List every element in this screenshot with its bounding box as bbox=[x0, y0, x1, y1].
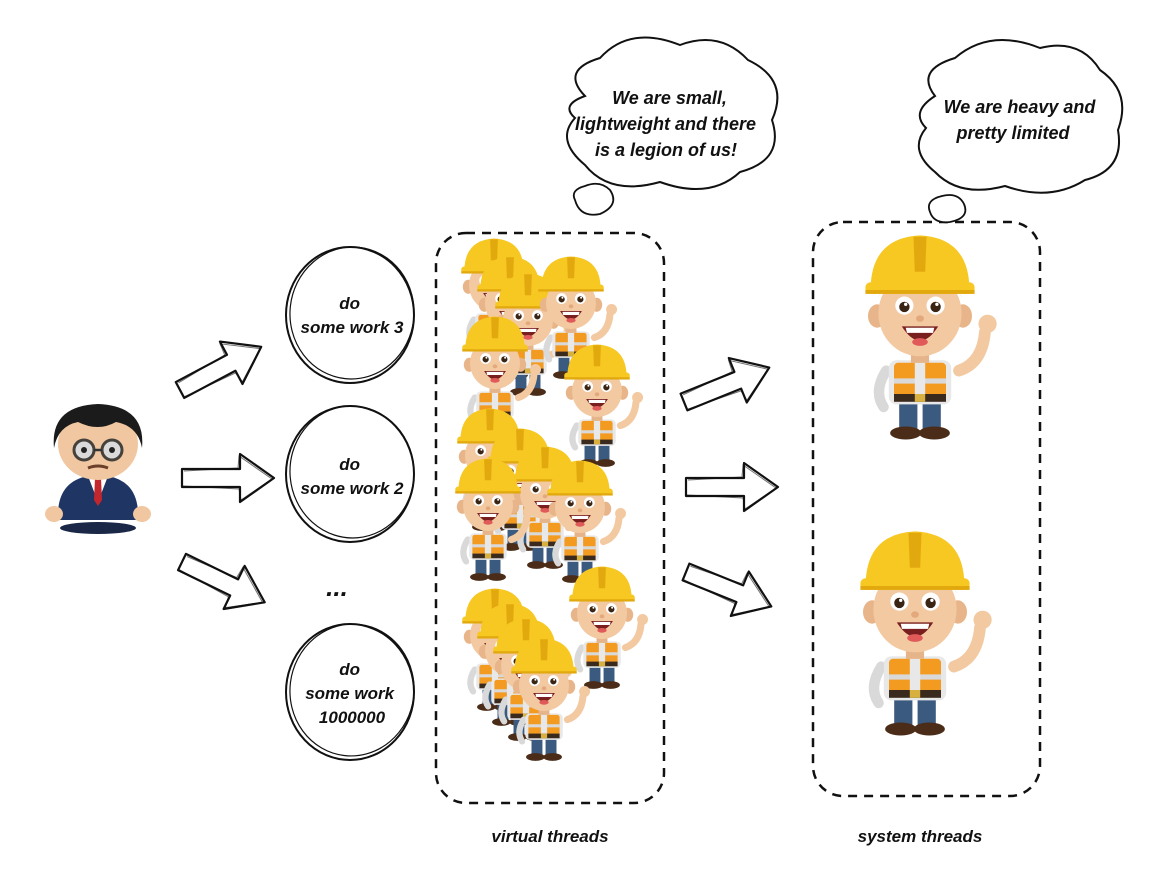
thought-cloud-virtual: We are small, lightweight and there is a… bbox=[566, 36, 779, 216]
task-2-line-2: some work 2 bbox=[301, 479, 405, 498]
arrow-to-system-3 bbox=[675, 548, 782, 630]
system-thought-line-2: pretty limited bbox=[955, 123, 1070, 143]
manager-character-icon bbox=[43, 402, 153, 536]
svg-text:do some work 10000: do some work 1000000 bbox=[305, 660, 399, 727]
arrow-to-task-n bbox=[170, 539, 277, 626]
task-n-line-1: do bbox=[339, 660, 360, 679]
task-circle-3: do some work 3 bbox=[285, 246, 415, 384]
task-circle-2: do some work 2 bbox=[285, 405, 415, 543]
virtual-thought-line-3: is a legion of us! bbox=[595, 140, 737, 160]
virtual-thought-line-1: We are small, bbox=[612, 88, 727, 108]
construction-worker-icon bbox=[865, 235, 996, 439]
task-3-line-2: some work 3 bbox=[301, 318, 405, 337]
virtual-threads-label: virtual threads bbox=[491, 827, 608, 846]
arrow-to-task-2 bbox=[180, 452, 276, 504]
arrow-to-task-3 bbox=[167, 324, 274, 413]
task-n-line-3: 1000000 bbox=[319, 708, 386, 727]
virtual-worker-crowd bbox=[455, 238, 648, 760]
svg-text:do some work 2: do some work 2 bbox=[301, 455, 405, 498]
construction-worker-icon bbox=[564, 344, 643, 466]
task-n-line-2: some work bbox=[305, 684, 395, 703]
task-3-line-1: do bbox=[339, 294, 360, 313]
arrow-to-system-2 bbox=[684, 461, 780, 513]
svg-text:We are small, lightweigh: We are small, lightweight and there is a… bbox=[575, 88, 761, 160]
virtual-thought-line-2: lightweight and there bbox=[575, 114, 756, 134]
thought-cloud-system: We are heavy and pretty limited bbox=[917, 39, 1124, 224]
construction-worker-icon bbox=[569, 566, 648, 688]
system-threads-box bbox=[811, 220, 1042, 798]
task-2-line-1: do bbox=[339, 455, 360, 474]
svg-text:do some work 3: do some work 3 bbox=[301, 294, 405, 337]
svg-text:We are heavy and pretty: We are heavy and pretty limited bbox=[944, 97, 1101, 143]
system-thought-line-1: We are heavy and bbox=[944, 97, 1097, 117]
construction-worker-icon bbox=[860, 531, 991, 735]
system-threads-label: system threads bbox=[858, 827, 983, 846]
virtual-threads-box bbox=[434, 231, 666, 805]
ellipsis: ... bbox=[326, 572, 348, 602]
task-circle-n: do some work 1000000 bbox=[285, 623, 415, 761]
arrow-to-system-1 bbox=[673, 344, 780, 426]
